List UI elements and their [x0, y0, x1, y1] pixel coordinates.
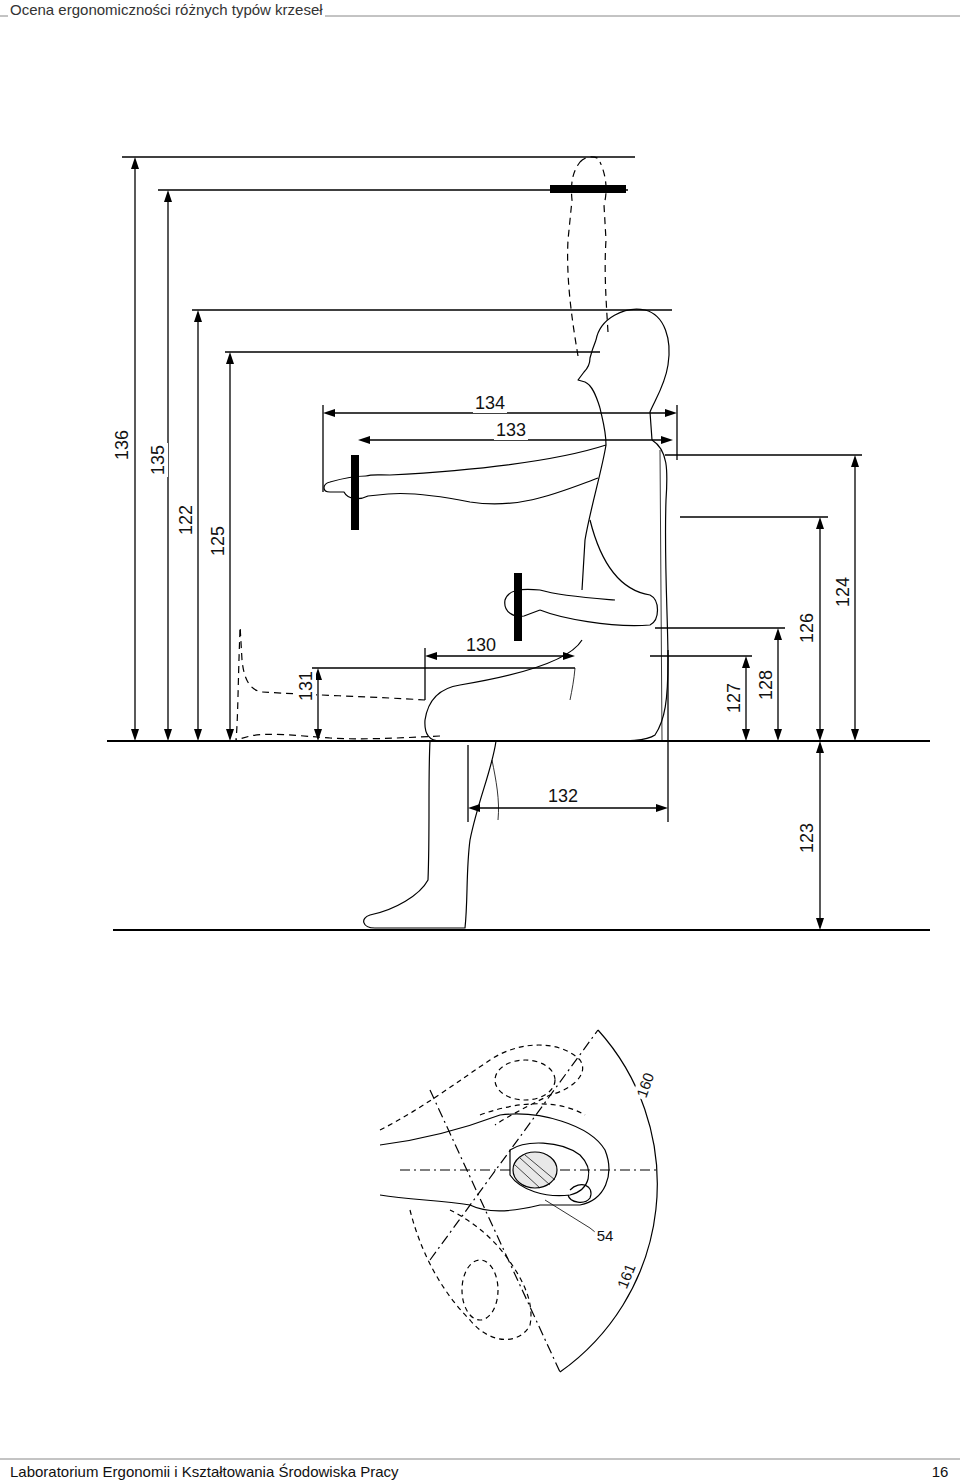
running-footer: Laboratorium Ergonomii i Kształtowania Ś…: [8, 1463, 401, 1480]
dimension-number: 135: [148, 443, 168, 477]
dimension-number: 128: [756, 668, 776, 702]
dimension-number: 127: [724, 681, 744, 715]
dimension-number: 124: [833, 575, 853, 609]
dimension-number: 130: [464, 635, 498, 655]
running-header: Ocena ergonomiczności różnych typów krze…: [8, 1, 325, 18]
dimension-number: 161: [613, 1259, 640, 1292]
dimension-number: 126: [797, 611, 817, 645]
dimension-number: 122: [176, 503, 196, 537]
dimension-number: 54: [595, 1227, 616, 1244]
dimension-number: 132: [546, 786, 580, 806]
page-number: 16: [930, 1463, 951, 1480]
dimension-number: 123: [797, 821, 817, 855]
dimension-number: 134: [473, 393, 507, 413]
dimension-number: 133: [494, 420, 528, 440]
dimension-number: 131: [296, 669, 316, 703]
dimension-number: 125: [208, 524, 228, 558]
dimension-number: 136: [112, 428, 132, 462]
dimension-number: 160: [632, 1068, 658, 1101]
